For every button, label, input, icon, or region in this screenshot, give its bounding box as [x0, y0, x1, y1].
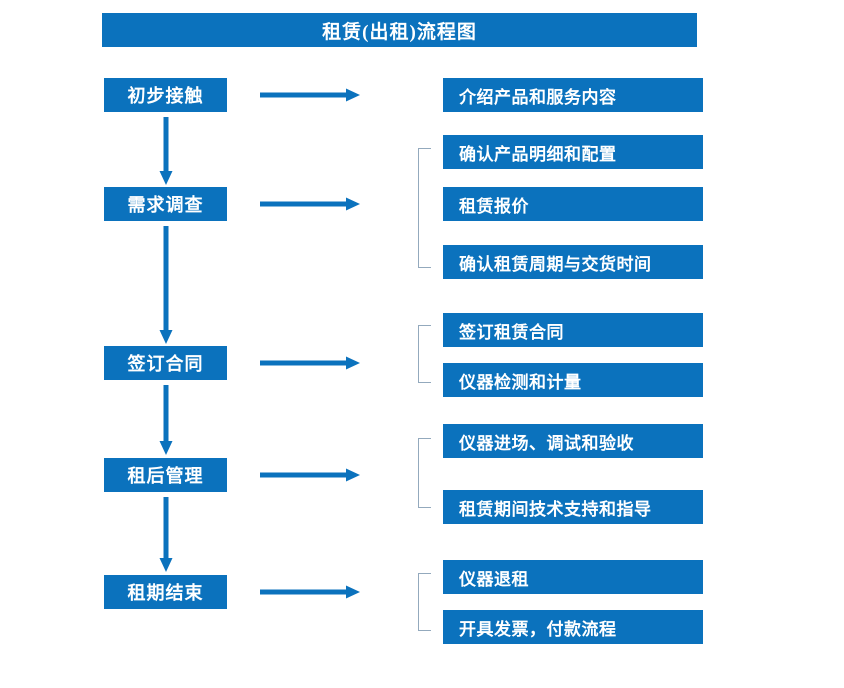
arrow-right-initial-contact — [260, 88, 360, 102]
arrow-down-contact-to-survey — [159, 117, 173, 185]
detail-box[interactable]: 仪器退租 — [443, 560, 703, 594]
bracket-aftercare-group — [418, 438, 431, 508]
detail-box[interactable]: 确认产品明细和配置 — [443, 135, 703, 169]
arrow-right-after-rental — [260, 468, 360, 482]
arrow-down-aftercare-to-end — [159, 497, 173, 572]
stage-box[interactable]: 租期结束 — [104, 575, 227, 609]
arrow-down-survey-to-contract — [159, 226, 173, 344]
detail-box[interactable]: 租赁期间技术支持和指导 — [443, 490, 703, 524]
arrow-right-rental-end — [260, 585, 360, 599]
detail-box[interactable]: 确认租赁周期与交货时间 — [443, 245, 703, 279]
bracket-demand-group — [418, 148, 431, 268]
bracket-end-group — [418, 573, 431, 631]
detail-box[interactable]: 开具发票，付款流程 — [443, 610, 703, 644]
bracket-contract-group — [418, 325, 431, 383]
detail-box[interactable]: 仪器进场、调试和验收 — [443, 424, 703, 458]
arrow-down-contract-to-aftercare — [159, 385, 173, 455]
stage-box[interactable]: 需求调查 — [104, 187, 227, 221]
detail-box[interactable]: 仪器检测和计量 — [443, 363, 703, 397]
detail-box[interactable]: 签订租赁合同 — [443, 313, 703, 347]
arrow-right-demand-survey — [260, 197, 360, 211]
page-title: 租赁(出租)流程图 — [102, 13, 697, 47]
detail-box[interactable]: 介绍产品和服务内容 — [443, 78, 703, 112]
stage-box[interactable]: 签订合同 — [104, 346, 227, 380]
stage-box[interactable]: 租后管理 — [104, 458, 227, 492]
detail-box[interactable]: 租赁报价 — [443, 187, 703, 221]
arrow-right-sign-contract — [260, 356, 360, 370]
stage-box[interactable]: 初步接触 — [104, 78, 227, 112]
